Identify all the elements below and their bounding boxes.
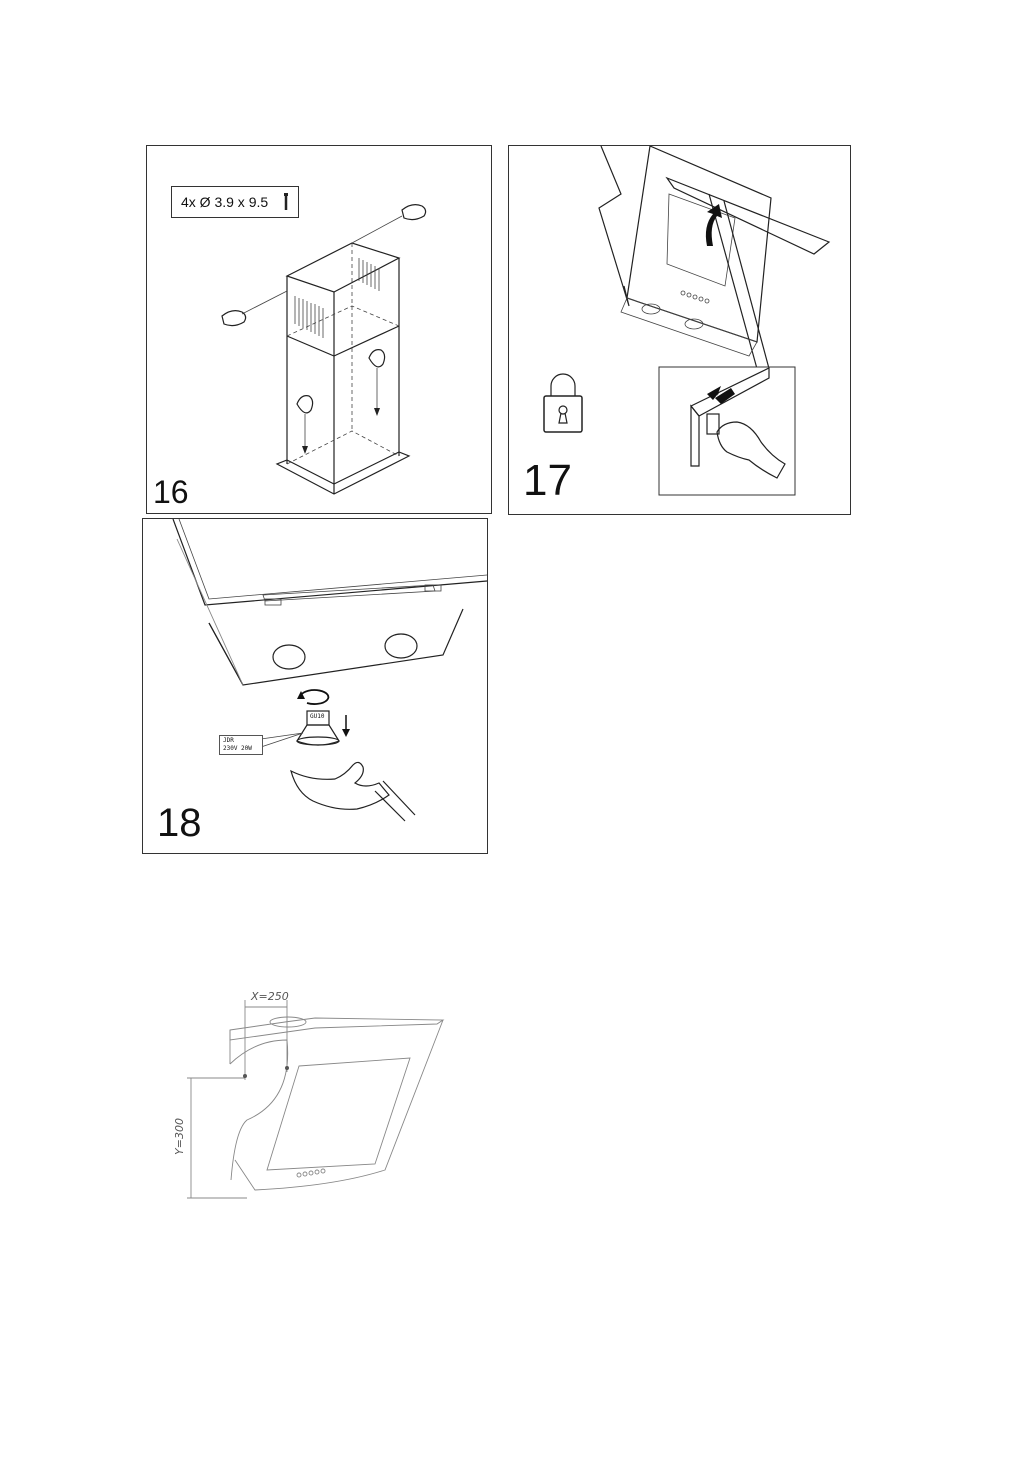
lift-arrow-icon	[706, 204, 722, 246]
hand-screwdriver-icon	[222, 291, 287, 326]
padlock-icon	[544, 374, 582, 432]
lamp-cap-label: GU10	[310, 713, 324, 720]
down-arrow-icon	[342, 715, 350, 737]
chimney-assembly-drawing	[147, 146, 491, 513]
step-number: 17	[523, 459, 572, 503]
rotate-arrow-icon	[297, 690, 328, 704]
lamp-spec-label: JDR 230V 20W	[219, 735, 263, 755]
x-dimension-label: X=250	[251, 990, 289, 1003]
screw-icon	[284, 193, 288, 210]
hood-mounting-drawing	[175, 980, 445, 1200]
open-hand-icon	[291, 762, 415, 821]
figure-17-panel: 17	[508, 145, 851, 515]
mounting-dimension-diagram: X=250 Y=300	[175, 980, 445, 1200]
hand-screwdriver-icon	[352, 205, 426, 243]
figure-18-panel: JDR 230V 20W GU10 18	[142, 518, 488, 854]
lamp-spec-line1: JDR	[223, 737, 259, 745]
hand-screwdriver-icon	[297, 396, 313, 454]
y-dimension-label: Y=300	[173, 1118, 186, 1155]
figure-16-panel: 4x Ø 3.9 x 9.5	[146, 145, 492, 514]
lamp-spec-line2: 230V 20W	[223, 745, 259, 753]
hand-screwdriver-icon	[369, 350, 385, 416]
step-number: 16	[153, 476, 189, 508]
step-number: 18	[157, 803, 202, 843]
